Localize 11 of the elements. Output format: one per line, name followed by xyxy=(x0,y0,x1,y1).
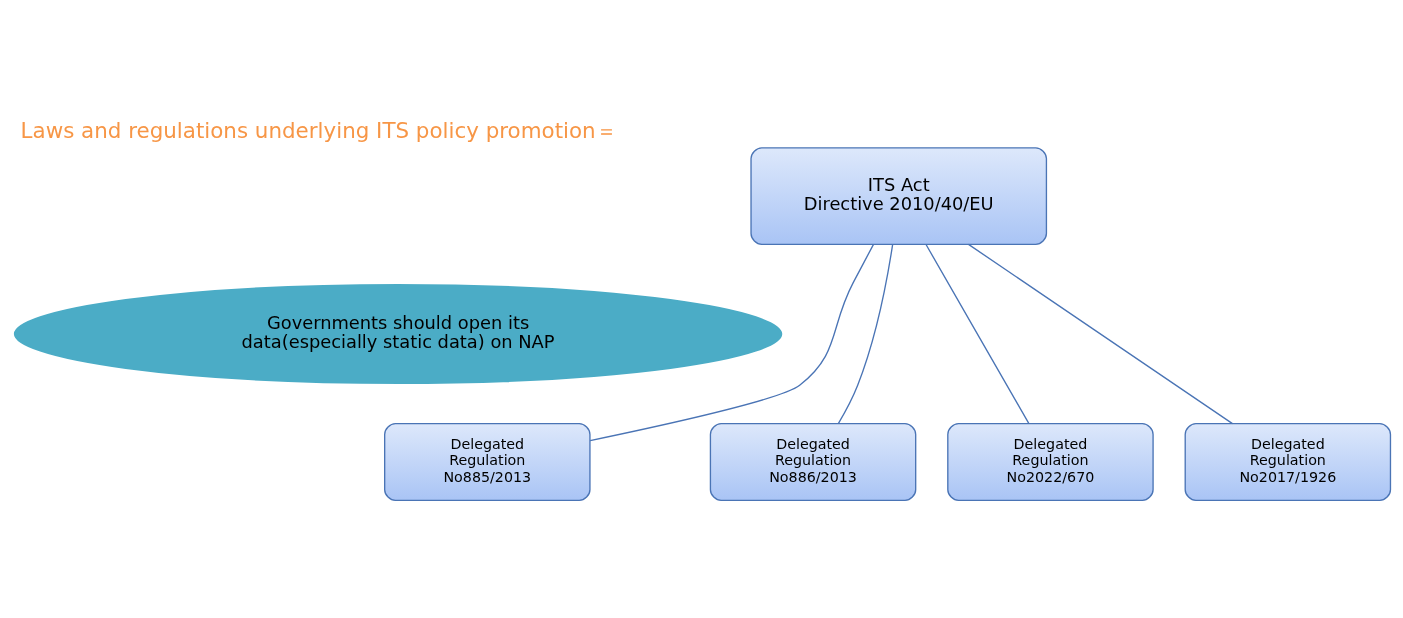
connector xyxy=(589,243,875,442)
diagram-title: Laws and regulations underlying ITS policy promotion＝ xyxy=(20,118,617,144)
connector xyxy=(837,244,894,425)
node-box: Delegated Regulation No886/2013 xyxy=(709,423,917,502)
node-box: Delegated Regulation No885/2013 xyxy=(384,423,591,502)
node-ellipse: Governments should open its data(especially static data) on NAP xyxy=(11,281,785,387)
connector xyxy=(967,243,1234,425)
connector xyxy=(925,243,1030,425)
node-box: ITS Act Directive 2010/40/EU xyxy=(750,147,1048,245)
node-box: Delegated Regulation No2022/670 xyxy=(947,423,1154,502)
node-box: Delegated Regulation No2017/1926 xyxy=(1184,423,1392,502)
